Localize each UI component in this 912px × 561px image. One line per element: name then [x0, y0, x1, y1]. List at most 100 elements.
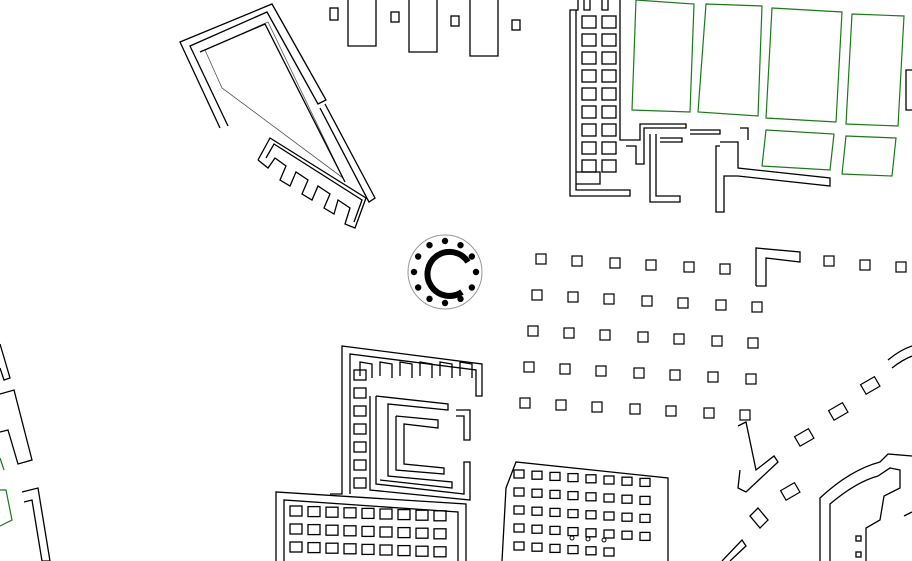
lower-center-cell [603, 511, 615, 521]
top-right-complex [569, 0, 831, 213]
lower-cell [325, 542, 339, 554]
triangular-stoa [179, 3, 376, 203]
lower-cell [433, 546, 447, 558]
lower-cell [343, 507, 357, 519]
lower-cell [289, 523, 303, 535]
maze-cell [353, 423, 367, 435]
room-cell [581, 51, 597, 65]
lower-center-cell [531, 488, 543, 498]
maze-cell [439, 361, 453, 378]
colonnade-pier [527, 325, 539, 337]
colonnade-pier [711, 335, 723, 347]
lower-center-cell [639, 531, 651, 542]
colonnade-pier [677, 297, 689, 309]
colonnade-pier [703, 407, 715, 419]
colonnade-pier [747, 337, 759, 349]
lower-cell [307, 541, 321, 554]
lower-center-cell [531, 506, 543, 516]
room-cell [601, 33, 617, 47]
room-cell [601, 51, 617, 65]
lower-center-cell [639, 477, 651, 488]
portico-block [827, 401, 849, 422]
lower-center-cell [585, 474, 597, 484]
lower-cell [325, 506, 339, 518]
lower-center-cell [531, 524, 543, 534]
lower-cell [361, 507, 375, 520]
tholos-column [441, 237, 449, 245]
lower-cell [379, 526, 393, 538]
tholos-column [468, 253, 476, 260]
top-right-cells [576, 15, 617, 185]
left-edge-walls [0, 343, 51, 561]
portico-arc [891, 355, 912, 369]
room-cell [581, 141, 597, 155]
room-cell [576, 171, 601, 185]
column-base [601, 537, 607, 543]
v-monument [737, 421, 779, 493]
colonnade-pier [629, 403, 641, 415]
gardens [631, 0, 905, 177]
colonnade-pier [633, 367, 645, 379]
room-cell [601, 141, 617, 155]
lower-cell [307, 505, 321, 518]
lower-cell [397, 526, 411, 539]
lower-cell [415, 509, 429, 521]
tholos-column [457, 295, 464, 303]
lower-center-cell [513, 505, 525, 515]
tholos-column [410, 268, 418, 276]
portico-block [793, 427, 815, 448]
maze-cell [353, 387, 367, 399]
colonnade-pier [669, 369, 681, 381]
lower-cell [433, 528, 447, 540]
tholos-column [414, 284, 422, 291]
colonnade-pier [707, 371, 719, 383]
lower-cell [343, 525, 357, 537]
lower-cell [325, 524, 339, 536]
portico-block [859, 375, 881, 396]
colonnade-pier [823, 255, 835, 267]
lower-center-cell [567, 526, 579, 537]
colonnade-pier [599, 329, 611, 341]
colonnade-pier [563, 327, 575, 339]
lower-center-cell [621, 530, 633, 540]
colonnade-pier [719, 263, 731, 275]
right-edge-walls [905, 69, 912, 111]
colonnade-pier [673, 333, 685, 345]
lower-cell [433, 510, 447, 522]
colonnade-pier [559, 363, 571, 375]
maze-cell [353, 405, 367, 417]
lower-block-center [501, 461, 669, 561]
lower-cell [397, 508, 411, 521]
tholos-column [441, 299, 449, 307]
colonnade-pier [591, 401, 603, 413]
lower-center-cell [549, 489, 561, 500]
maze-cells [353, 361, 473, 489]
room-cell [601, 159, 617, 173]
maze-cell [399, 361, 413, 378]
lower-center-cell [567, 544, 579, 555]
lower-center-cell [513, 541, 525, 551]
top-buildings [329, 0, 521, 57]
lower-cell [343, 543, 357, 555]
room-cell [581, 87, 597, 101]
lower-center-cell [513, 469, 525, 479]
tholos-column [426, 241, 433, 249]
colonnade-pier [595, 365, 607, 377]
maze-cell [353, 459, 367, 471]
colonnade-pier [715, 299, 727, 311]
lower-block-outline [275, 491, 467, 561]
colonnade-pier [665, 405, 677, 417]
colonnade-pier [637, 331, 649, 343]
column-base [569, 535, 575, 541]
lower-center-cell [549, 543, 561, 554]
maze-cell [419, 361, 433, 378]
curved-portico [779, 345, 912, 502]
lower-center-cell [531, 542, 543, 552]
colonnade-pier [751, 301, 763, 313]
room-cell [601, 69, 617, 83]
lower-center-cell [603, 493, 615, 503]
tholos-column [468, 284, 476, 291]
bottom-right-building [721, 453, 912, 561]
